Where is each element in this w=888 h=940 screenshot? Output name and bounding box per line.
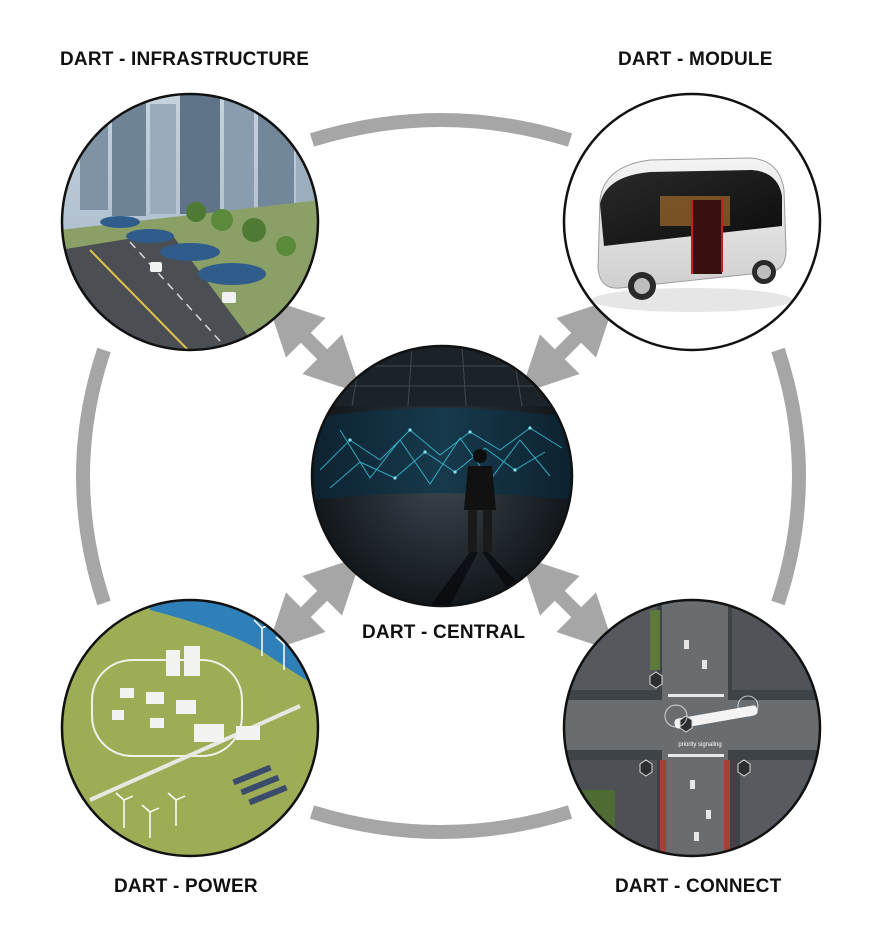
central-arrows (266, 298, 616, 652)
connect-node: priority signaling (562, 598, 822, 858)
arc-left (76, 347, 111, 606)
module-image (564, 94, 820, 350)
power-image (62, 600, 318, 856)
module-circle-border (562, 92, 822, 352)
connect-circle-border (562, 598, 822, 858)
central-image (312, 346, 572, 606)
arrow-power-central (266, 556, 362, 652)
connect-label: DART - CONNECT (615, 876, 782, 897)
arrow-infra-central (266, 298, 362, 394)
arc-top (309, 113, 573, 147)
arc-right (771, 347, 806, 606)
arrow-module-central (520, 298, 616, 394)
central-node (310, 344, 574, 608)
infrastructure-label: DART - INFRASTRUCTURE (60, 49, 310, 70)
outer-ring-connectors (76, 113, 806, 839)
power-label: DART - POWER (114, 876, 258, 897)
infrastructure-node (60, 92, 320, 352)
priority-signaling-caption: priority signaling (678, 742, 721, 748)
arc-bottom (309, 805, 573, 839)
central-circle-border (310, 344, 574, 608)
module-label: DART - MODULE (618, 49, 773, 70)
module-node (562, 92, 822, 352)
infrastructure-circle-border (60, 92, 320, 352)
central-label: DART - CENTRAL (362, 622, 526, 643)
arrow-connect-central (520, 556, 616, 652)
power-node (60, 598, 320, 858)
power-circle-border (60, 598, 320, 858)
connect-image: priority signaling (564, 600, 820, 856)
